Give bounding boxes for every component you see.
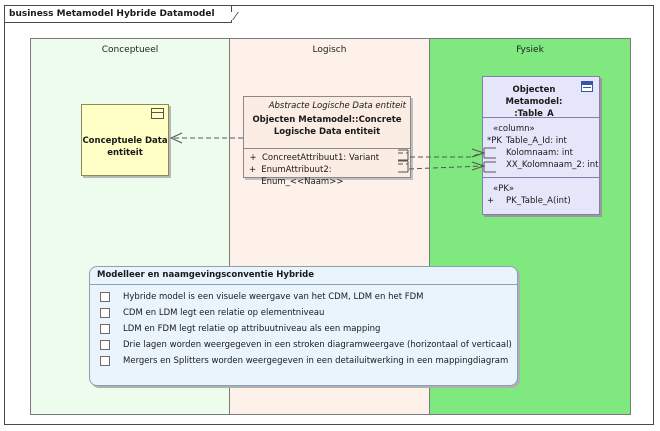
table-name-line2: :Table_A (514, 109, 554, 119)
note-item-text: Mergers en Splitters worden weergegeven … (123, 356, 509, 366)
note-item-text: Drie lagen worden weergegeven in een str… (123, 340, 512, 350)
lane-title-conceptueel: Conceptueel (101, 45, 159, 55)
diagram-title: business Metamodel Hybride Datamodel (5, 6, 232, 23)
conceptual-entity-name-line2: entiteit (107, 148, 143, 158)
logical-entity-name-line2: Logische Data entiteit (273, 127, 381, 137)
note-item-text: Hybride model is een visuele weergave va… (123, 292, 424, 302)
attribute-row[interactable]: + EnumAttribuut2: Enum_<<Naam>> (244, 164, 410, 187)
table-entity[interactable]: Objecten Metamodel: :Table_A «column» *P… (482, 76, 600, 215)
column-text: Table_A_Id: int (506, 136, 567, 146)
logical-entity-name-line1: Objecten Metamodel::Concrete (252, 115, 402, 125)
column-row[interactable]: Kolomnaam: int (483, 147, 599, 159)
note-item: Hybride model is een visuele weergave va… (100, 289, 517, 305)
checkbox[interactable] (100, 340, 110, 350)
column-row[interactable]: XX_Kolomnaam_2: int (483, 159, 599, 171)
lane-title-logisch: Logisch (312, 45, 347, 55)
checkbox[interactable] (100, 324, 110, 334)
column-key: *PK (487, 136, 502, 146)
conceptual-entity-name-line1: Conceptuele Data (82, 136, 168, 146)
attribute-text: ConcreetAttribuut1: Variant (262, 153, 380, 163)
conceptual-entity-name: Conceptuele Data entiteit (82, 135, 168, 159)
column-text: Kolomnaam: int (506, 148, 573, 158)
table-columns: «column» *PK Table_A_Id: int Kolomnaam: … (483, 117, 599, 176)
columns-stereotype: «column» (493, 124, 535, 134)
logical-entity-name: Objecten Metamodel::Concrete Logische Da… (244, 111, 410, 138)
column-key (483, 159, 506, 171)
column-text: XX_Kolomnaam_2: int (506, 160, 599, 170)
table-name: Objecten Metamodel: :Table_A (485, 84, 583, 120)
class-icon (151, 108, 164, 119)
note-title: Modelleer en naamgevingsconventie Hybrid… (90, 267, 517, 285)
checkbox[interactable] (100, 356, 110, 366)
note-items: Hybride model is een visuele weergave va… (90, 285, 517, 369)
checkbox[interactable] (100, 308, 110, 318)
attribute-text: EnumAttribuut2: Enum_<<Naam>> (261, 165, 344, 187)
column-row[interactable]: *PK Table_A_Id: int (483, 135, 599, 147)
attribute-row[interactable]: + ConcreetAttribuut1: Variant (244, 152, 410, 164)
note-item-text: LDM en FDM legt relatie op attribuutnive… (123, 324, 381, 334)
logical-entity-attributes: + ConcreetAttribuut1: Variant + EnumAttr… (244, 148, 410, 187)
operation-text: PK_Table_A(int) (506, 196, 571, 206)
note-item: Mergers en Splitters worden weergegeven … (100, 353, 517, 369)
note-item-text: CDM en LDM legt een relatie op elementni… (123, 308, 325, 318)
operation-visibility: + (487, 196, 495, 206)
note-item: CDM en LDM legt een relatie op elementni… (100, 305, 517, 321)
table-operations: «PK» + PK_Table_A(int) (483, 177, 599, 207)
logical-entity-stereotype: Abstracte Logische Data entiteit (268, 101, 406, 111)
attribute-visibility: + (249, 165, 257, 175)
note-item: Drie lagen worden weergegeven in een str… (100, 337, 517, 353)
operation-row[interactable]: + PK_Table_A(int) (483, 195, 599, 207)
lane-title-fysiek: Fysiek (516, 45, 544, 55)
table-icon (581, 81, 593, 92)
logical-entity[interactable]: Abstracte Logische Data entiteit Objecte… (243, 96, 411, 187)
checkbox[interactable] (100, 292, 110, 302)
operations-stereotype: «PK» (493, 184, 515, 194)
table-name-line1: Objecten Metamodel: (505, 85, 563, 107)
column-key (483, 147, 506, 159)
note-item: LDM en FDM legt relatie op attribuutnive… (100, 321, 517, 337)
conceptual-entity[interactable]: Conceptuele Data entiteit (81, 104, 169, 176)
convention-note[interactable]: Modelleer en naamgevingsconventie Hybrid… (89, 266, 518, 386)
attribute-visibility: + (249, 153, 257, 163)
